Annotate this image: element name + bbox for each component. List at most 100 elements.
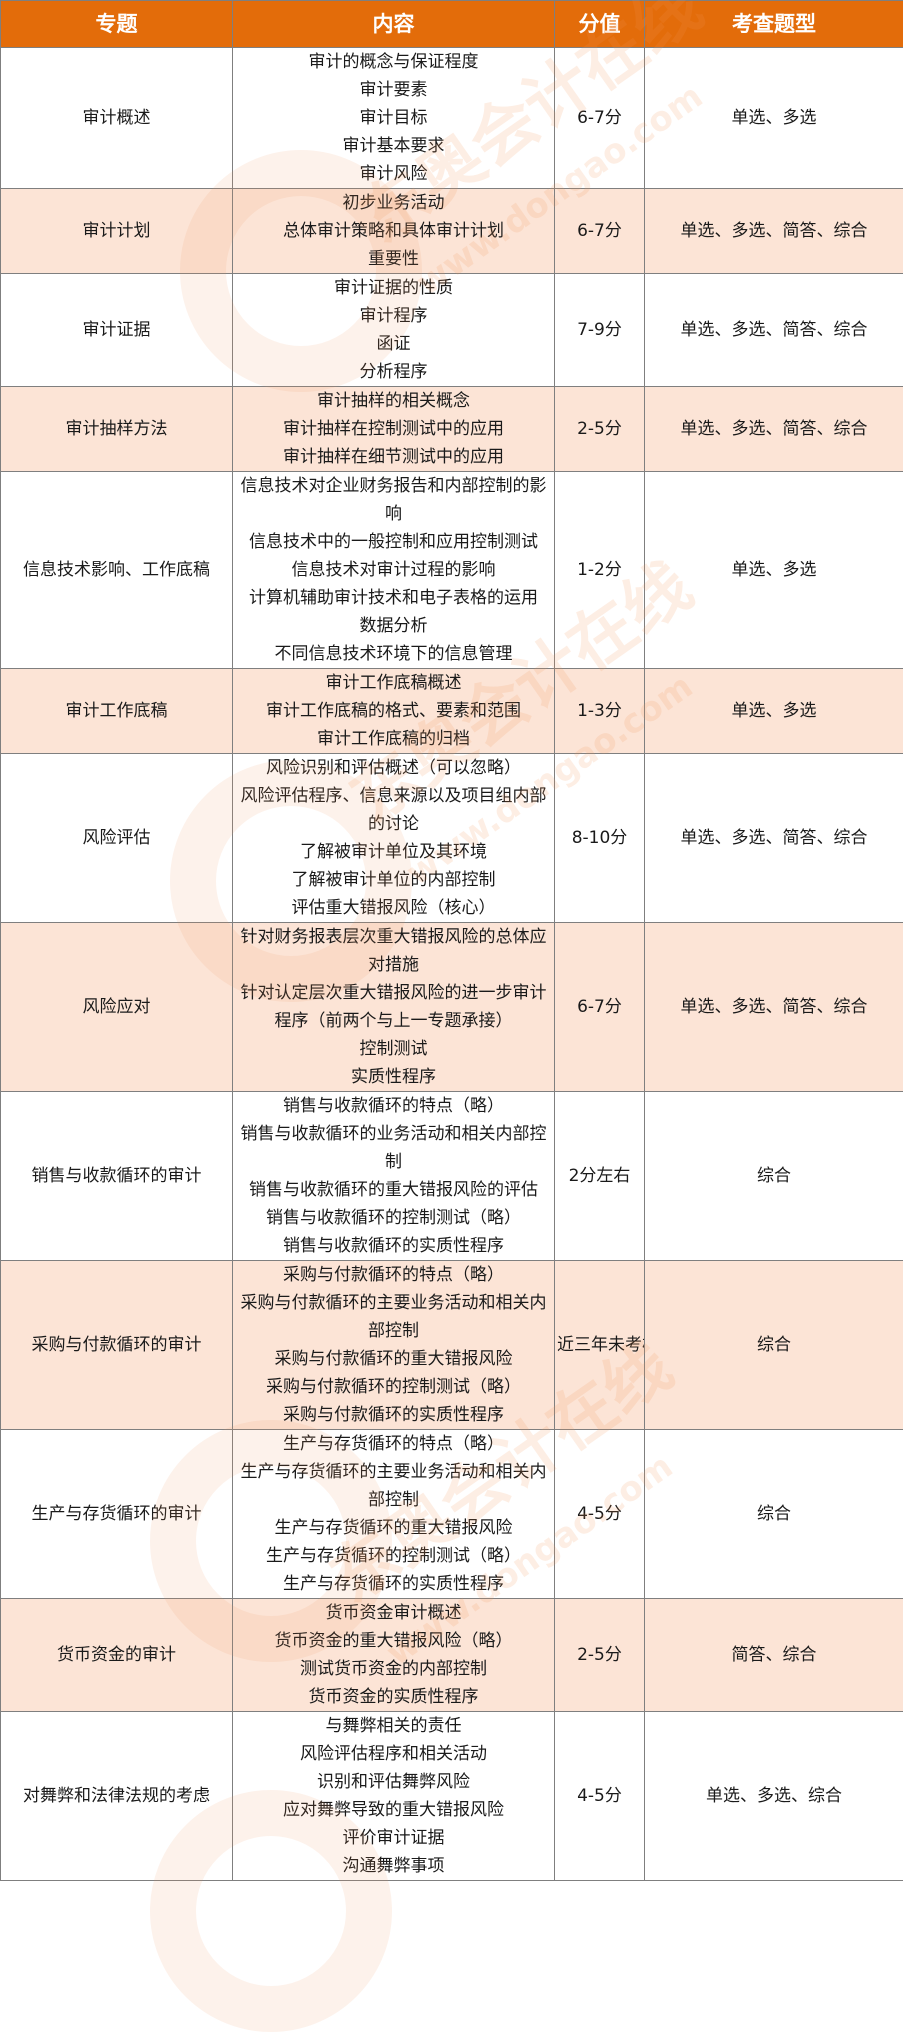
content-line: 审计工作底稿概述 <box>235 669 552 697</box>
header-score: 分值 <box>555 1 645 48</box>
content-cell: 采购与付款循环的特点（略）采购与付款循环的主要业务活动和相关内部控制采购与付款循… <box>233 1261 555 1430</box>
score-cell: 近三年未考核 <box>555 1261 645 1430</box>
topic-cell: 审计计划 <box>1 189 233 274</box>
content-line: 不同信息技术环境下的信息管理 <box>235 640 552 668</box>
content-cell: 与舞弊相关的责任风险评估程序和相关活动识别和评估舞弊风险应对舞弊导致的重大错报风… <box>233 1712 555 1881</box>
content-line: 实质性程序 <box>235 1063 552 1091</box>
question-types-cell: 单选、多选、简答、综合 <box>645 754 903 923</box>
score-cell: 4-5分 <box>555 1712 645 1881</box>
content-line: 初步业务活动 <box>235 189 552 217</box>
topic-cell: 风险应对 <box>1 923 233 1092</box>
table-row: 信息技术影响、工作底稿信息技术对企业财务报告和内部控制的影响信息技术中的一般控制… <box>1 472 903 669</box>
content-line: 采购与付款循环的实质性程序 <box>235 1401 552 1429</box>
content-line: 风险评估程序、信息来源以及项目组内部的讨论 <box>235 782 552 838</box>
question-types-cell: 单选、多选、简答、综合 <box>645 923 903 1092</box>
content-line: 测试货币资金的内部控制 <box>235 1655 552 1683</box>
content-line: 生产与存货循环的特点（略） <box>235 1430 552 1458</box>
score-cell: 2-5分 <box>555 1599 645 1712</box>
topic-cell: 审计抽样方法 <box>1 387 233 472</box>
score-cell: 1-3分 <box>555 669 645 754</box>
table-row: 风险评估风险识别和评估概述（可以忽略）风险评估程序、信息来源以及项目组内部的讨论… <box>1 754 903 923</box>
topic-cell: 审计概述 <box>1 48 233 189</box>
topic-cell: 风险评估 <box>1 754 233 923</box>
topic-cell: 货币资金的审计 <box>1 1599 233 1712</box>
content-line: 审计抽样在控制测试中的应用 <box>235 415 552 443</box>
content-line: 生产与存货循环的实质性程序 <box>235 1570 552 1598</box>
header-content: 内容 <box>233 1 555 48</box>
question-types-cell: 单选、多选、简答、综合 <box>645 274 903 387</box>
content-line: 生产与存货循环的主要业务活动和相关内部控制 <box>235 1458 552 1514</box>
content-line: 审计风险 <box>235 160 552 188</box>
content-line: 审计基本要求 <box>235 132 552 160</box>
score-cell: 6-7分 <box>555 48 645 189</box>
table-row: 对舞弊和法律法规的考虑与舞弊相关的责任风险评估程序和相关活动识别和评估舞弊风险应… <box>1 1712 903 1881</box>
content-cell: 审计抽样的相关概念审计抽样在控制测试中的应用审计抽样在细节测试中的应用 <box>233 387 555 472</box>
content-line: 审计抽样的相关概念 <box>235 387 552 415</box>
content-line: 审计证据的性质 <box>235 274 552 302</box>
content-line: 销售与收款循环的业务活动和相关内部控制 <box>235 1120 552 1176</box>
score-cell: 6-7分 <box>555 923 645 1092</box>
content-cell: 针对财务报表层次重大错报风险的总体应对措施针对认定层次重大错报风险的进一步审计程… <box>233 923 555 1092</box>
content-line: 货币资金审计概述 <box>235 1599 552 1627</box>
content-line: 销售与收款循环的实质性程序 <box>235 1232 552 1260</box>
content-line: 函证 <box>235 330 552 358</box>
question-types-cell: 综合 <box>645 1092 903 1261</box>
table-row: 采购与付款循环的审计采购与付款循环的特点（略）采购与付款循环的主要业务活动和相关… <box>1 1261 903 1430</box>
content-line: 针对认定层次重大错报风险的进一步审计程序（前两个与上一专题承接） <box>235 979 552 1035</box>
content-cell: 审计证据的性质审计程序函证分析程序 <box>233 274 555 387</box>
content-line: 审计程序 <box>235 302 552 330</box>
content-line: 信息技术对审计过程的影响 <box>235 556 552 584</box>
content-line: 审计目标 <box>235 104 552 132</box>
question-types-cell: 综合 <box>645 1261 903 1430</box>
content-line: 总体审计策略和具体审计计划 <box>235 217 552 245</box>
content-line: 审计抽样在细节测试中的应用 <box>235 443 552 471</box>
content-line: 应对舞弊导致的重大错报风险 <box>235 1796 552 1824</box>
header-question-types: 考查题型 <box>645 1 903 48</box>
content-line: 销售与收款循环的控制测试（略） <box>235 1204 552 1232</box>
topic-cell: 对舞弊和法律法规的考虑 <box>1 1712 233 1881</box>
content-line: 数据分析 <box>235 612 552 640</box>
table-row: 生产与存货循环的审计生产与存货循环的特点（略）生产与存货循环的主要业务活动和相关… <box>1 1430 903 1599</box>
topic-cell: 审计证据 <box>1 274 233 387</box>
content-cell: 风险识别和评估概述（可以忽略）风险评估程序、信息来源以及项目组内部的讨论了解被审… <box>233 754 555 923</box>
content-line: 计算机辅助审计技术和电子表格的运用 <box>235 584 552 612</box>
content-line: 与舞弊相关的责任 <box>235 1712 552 1740</box>
topic-cell: 销售与收款循环的审计 <box>1 1092 233 1261</box>
content-line: 审计的概念与保证程度 <box>235 48 552 76</box>
content-line: 沟通舞弊事项 <box>235 1852 552 1880</box>
table-row: 审计抽样方法审计抽样的相关概念审计抽样在控制测试中的应用审计抽样在细节测试中的应… <box>1 387 903 472</box>
content-cell: 信息技术对企业财务报告和内部控制的影响信息技术中的一般控制和应用控制测试信息技术… <box>233 472 555 669</box>
content-cell: 生产与存货循环的特点（略）生产与存货循环的主要业务活动和相关内部控制生产与存货循… <box>233 1430 555 1599</box>
content-line: 生产与存货循环的重大错报风险 <box>235 1514 552 1542</box>
content-line: 采购与付款循环的控制测试（略） <box>235 1373 552 1401</box>
score-cell: 4-5分 <box>555 1430 645 1599</box>
score-cell: 2-5分 <box>555 387 645 472</box>
score-cell: 1-2分 <box>555 472 645 669</box>
content-line: 了解被审计单位及其环境 <box>235 838 552 866</box>
content-line: 重要性 <box>235 245 552 273</box>
question-types-cell: 单选、多选、简答、综合 <box>645 387 903 472</box>
topic-cell: 生产与存货循环的审计 <box>1 1430 233 1599</box>
content-line: 评价审计证据 <box>235 1824 552 1852</box>
content-line: 采购与付款循环的主要业务活动和相关内部控制 <box>235 1289 552 1345</box>
content-line: 销售与收款循环的重大错报风险的评估 <box>235 1176 552 1204</box>
question-types-cell: 单选、多选 <box>645 48 903 189</box>
question-types-cell: 综合 <box>645 1430 903 1599</box>
topic-cell: 采购与付款循环的审计 <box>1 1261 233 1430</box>
content-line: 审计工作底稿的归档 <box>235 725 552 753</box>
content-cell: 审计工作底稿概述审计工作底稿的格式、要素和范围审计工作底稿的归档 <box>233 669 555 754</box>
score-cell: 7-9分 <box>555 274 645 387</box>
question-types-cell: 单选、多选、综合 <box>645 1712 903 1881</box>
content-line: 信息技术中的一般控制和应用控制测试 <box>235 528 552 556</box>
content-cell: 审计的概念与保证程度审计要素审计目标审计基本要求审计风险 <box>233 48 555 189</box>
content-line: 信息技术对企业财务报告和内部控制的影响 <box>235 472 552 528</box>
topic-cell: 信息技术影响、工作底稿 <box>1 472 233 669</box>
score-cell: 8-10分 <box>555 754 645 923</box>
content-line: 审计工作底稿的格式、要素和范围 <box>235 697 552 725</box>
content-line: 分析程序 <box>235 358 552 386</box>
content-cell: 销售与收款循环的特点（略）销售与收款循环的业务活动和相关内部控制销售与收款循环的… <box>233 1092 555 1261</box>
